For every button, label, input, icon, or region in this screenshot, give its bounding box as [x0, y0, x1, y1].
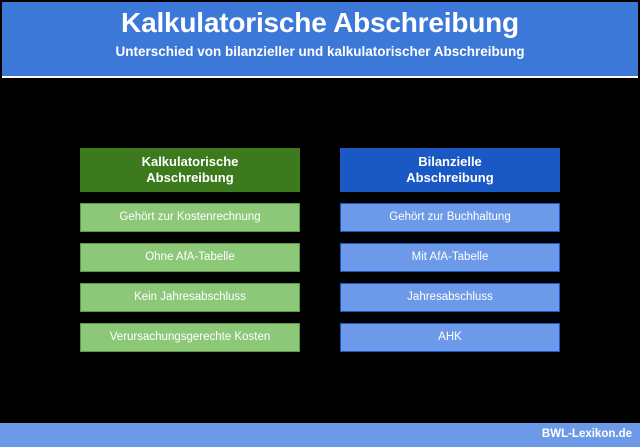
watermark-label: BWL-Lexikon.de [541, 428, 632, 441]
list-item: Kein Jahresabschluss [80, 283, 300, 312]
list-item: Jahresabschluss [340, 283, 560, 312]
column-heading-line-1: Kalkulatorische [141, 154, 239, 170]
column-bilanzielle-abschreibung: Bilanzielle Abschreibung Gehört zur Buch… [340, 148, 560, 352]
list-item: Gehört zur Buchhaltung [340, 203, 560, 232]
page-subtitle: Unterschied von bilanzieller und kalkula… [115, 44, 525, 59]
column-heading-bilanzielle: Bilanzielle Abschreibung [340, 148, 560, 192]
list-item: Mit AfA-Tabelle [340, 243, 560, 272]
column-heading-line-2: Abschreibung [406, 170, 494, 185]
list-item: Gehört zur Kostenrechnung [80, 203, 300, 232]
footer-band: BWL-Lexikon.de [0, 423, 640, 447]
column-heading-line-1: Bilanzielle [418, 154, 482, 170]
list-item: Ohne AfA-Tabelle [80, 243, 300, 272]
list-item: Verursachungsgerechte Kosten [80, 323, 300, 352]
page-title: Kalkulatorische Abschreibung [121, 7, 519, 38]
column-heading-kalkulatorische: Kalkulatorische Abschreibung [80, 148, 300, 192]
list-item: AHK [340, 323, 560, 352]
header-band: Kalkulatorische Abschreibung Unterschied… [2, 2, 638, 76]
column-kalkulatorische-abschreibung: Kalkulatorische Abschreibung Gehört zur … [80, 148, 300, 352]
header-divider [2, 76, 638, 78]
column-heading-line-2: Abschreibung [146, 170, 234, 185]
comparison-columns: Kalkulatorische Abschreibung Gehört zur … [80, 148, 560, 352]
